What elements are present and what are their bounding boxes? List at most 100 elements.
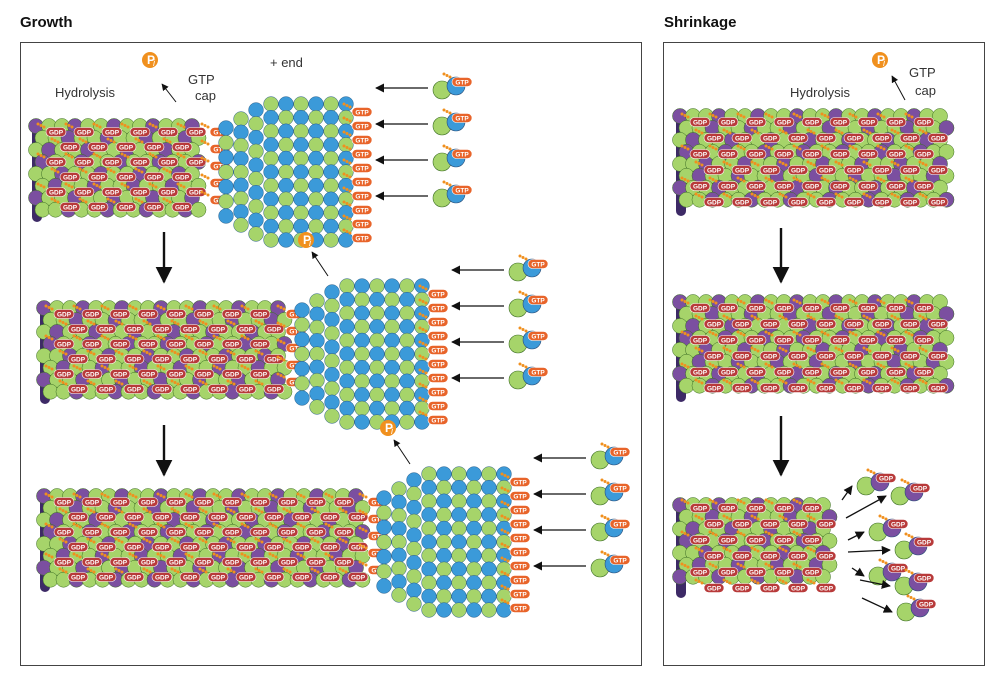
protofilament-subunit	[354, 291, 370, 308]
pi-release-1: Pi	[142, 52, 158, 68]
protofilament-subunit	[466, 561, 482, 577]
gtp-tip-tag-pill	[427, 345, 449, 355]
gdp-tag-phosphate	[151, 184, 155, 187]
gdp-tag-phosphate	[904, 330, 908, 334]
gdp-tag-phosphate	[44, 492, 48, 496]
gdp-tag-label: GDP	[763, 553, 778, 560]
gtp-tip-tag-pill	[427, 415, 449, 425]
gdp-tag-phosphate	[918, 346, 922, 350]
gdp-tag-phosphate	[736, 176, 740, 180]
gdp-tag-phosphate	[75, 524, 79, 527]
gdp-tag-phosphate	[812, 163, 816, 167]
gdp-tag-phosphate	[798, 115, 802, 119]
gdp-tag-pill	[53, 369, 75, 379]
protofilament-subunit	[436, 534, 452, 550]
gtp-tip-tag-pill	[351, 233, 373, 243]
gdp-tag-phosphate	[58, 537, 62, 541]
gdp-tag-phosphate	[103, 306, 107, 309]
gdp-tag-phosphate	[42, 185, 46, 189]
gdp-tag-phosphate	[907, 364, 911, 367]
gtp-tip-tag-phosphate	[424, 413, 428, 417]
gdp-tag-phosphate	[215, 524, 219, 527]
protofilament-subunit	[293, 164, 309, 180]
gdp-tag-pill	[171, 172, 193, 182]
gdp-tag-pill	[829, 303, 851, 313]
gdp-tag-phosphate	[851, 146, 855, 149]
gdp-tag-phosphate	[683, 500, 687, 503]
gdp-tag-label: GDP	[211, 326, 226, 333]
gtp-tip-tag-phosphate	[503, 586, 507, 589]
protofilament-subunit	[384, 278, 400, 294]
gdp-tag-pill	[151, 354, 173, 364]
gdp-tag-label: GDP	[127, 386, 142, 393]
gdp-tag-pill	[773, 181, 795, 191]
gdp-tag-phosphate	[126, 155, 130, 159]
gdp-tag-phosphate	[86, 567, 90, 571]
gdp-tag-label: GDP	[211, 514, 226, 521]
gdp-tag-label: GDP	[175, 174, 190, 181]
gdp-tag-phosphate	[226, 349, 230, 353]
protofilament-subunit	[496, 479, 512, 496]
protofilament-subunit	[369, 319, 385, 335]
gdp-tag-phosphate	[134, 367, 138, 371]
gdp-tag-phosphate	[909, 596, 913, 599]
gdp-tag-phosphate	[204, 510, 208, 514]
gdp-tag-label: GDP	[71, 326, 86, 333]
protofilament-subunit	[263, 191, 279, 207]
gdp-tag-phosphate	[64, 570, 68, 574]
protofilament-subunit	[399, 305, 415, 321]
gdp-tag-pill	[129, 187, 151, 197]
gdp-tag-label: GDP	[85, 499, 100, 506]
gtp-tip-tag-label: GTP	[431, 291, 445, 298]
gdp-tag-pill	[717, 567, 739, 577]
gdp-tag-pill	[801, 367, 823, 377]
gdp-tag-label: GDP	[707, 385, 722, 392]
gdp-tag-phosphate	[100, 492, 104, 496]
gdp-tag-pill	[843, 383, 865, 393]
gdp-tag-label: GDP	[805, 119, 820, 126]
gdp-tag-label: GDP	[189, 129, 204, 136]
gdp-tag-phosphate	[109, 199, 113, 202]
gdp-tag-pill	[67, 384, 89, 394]
gdp-tag-phosphate	[812, 131, 816, 135]
gtp-tip-tag-phosphate	[500, 486, 504, 490]
gdp-tag-label: GDP	[113, 559, 128, 566]
gdp-tag-phosphate	[683, 300, 687, 303]
gdp-tag-pill	[73, 157, 95, 167]
gdp-tag-phosphate	[190, 367, 194, 371]
gtp-cap-tag-phosphate	[206, 142, 210, 146]
gtp-tag-phosphate	[524, 365, 528, 369]
gdp-tag-label: GDP	[225, 371, 240, 378]
gdp-tag-phosphate	[42, 125, 46, 129]
gdp-tag-pill	[815, 319, 837, 329]
gdp-tag-pill	[87, 172, 109, 182]
gdp-tag-pill	[829, 367, 851, 377]
gdp-tag-phosphate	[736, 112, 740, 116]
gdp-tag-phosphate	[168, 170, 172, 174]
gdp-tag-pill	[745, 567, 767, 577]
pi-release-arrow	[891, 75, 906, 101]
gdp-tag-phosphate	[918, 128, 922, 132]
pi-subscript: i	[153, 58, 156, 68]
gdp-tag-phosphate	[910, 333, 914, 337]
protofilament-subunit	[466, 547, 482, 564]
gdp-tag-phosphate	[148, 122, 152, 126]
gdp-tag-phosphate	[725, 348, 729, 351]
protofilament-subunit	[278, 123, 294, 139]
protofilament-subunit	[278, 164, 294, 180]
gdp-tag-phosphate	[781, 348, 785, 351]
gdp-tag-phosphate	[134, 495, 138, 499]
protofilament-subunit	[384, 400, 400, 417]
tubulin-subunit	[190, 201, 207, 218]
gdp-tag-phosphate	[56, 170, 60, 174]
gdp-tag-phosphate	[117, 381, 121, 384]
gtp-tip-tag-pill	[351, 149, 373, 159]
gtp-cap-tag-phosphate	[358, 543, 362, 547]
gdp-tag-label: GDP	[721, 151, 736, 158]
gdp-tag-phosphate	[918, 378, 922, 382]
gdp-tag-pill	[703, 519, 725, 529]
tubulin-subunit	[270, 300, 286, 316]
gtp-tip-tag-phosphate	[506, 601, 510, 605]
gdp-tag-phosphate	[137, 199, 141, 202]
protofilament-subunit	[451, 507, 467, 523]
